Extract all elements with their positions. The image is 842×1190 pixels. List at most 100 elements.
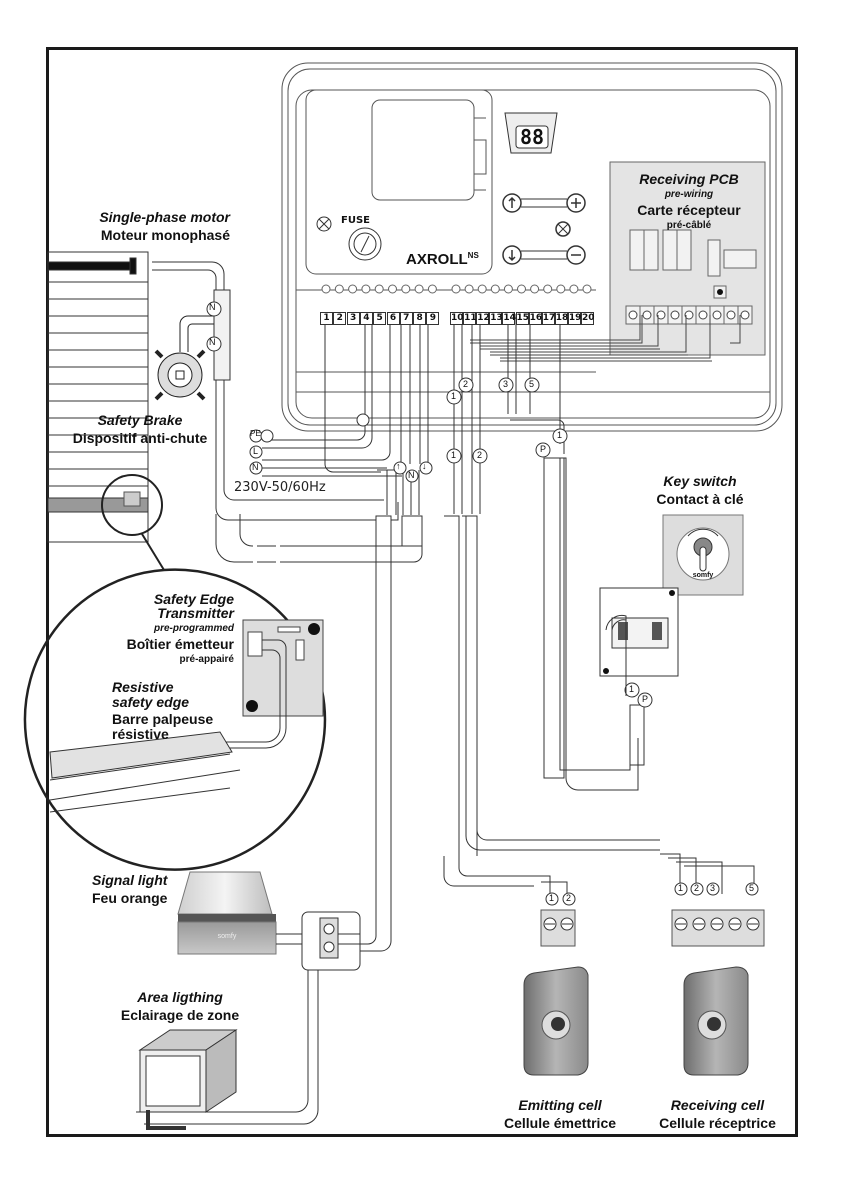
wire-marker-5: 5 xyxy=(529,379,535,389)
photocell-markers xyxy=(545,882,759,906)
pcb-wires xyxy=(470,315,741,362)
motor-title: Single-phase motor xyxy=(99,209,230,225)
led-display xyxy=(504,112,558,154)
terminal-2: 2 xyxy=(333,312,347,325)
area-light xyxy=(138,1029,238,1130)
terminal-15: 15 xyxy=(515,312,530,325)
terminal-screw xyxy=(361,284,371,294)
fuse-label: FUSE xyxy=(341,215,370,226)
terminal-17: 17 xyxy=(541,312,556,325)
terminal-screw xyxy=(582,284,592,294)
conduits xyxy=(215,514,423,952)
terminal-16: 16 xyxy=(528,312,543,325)
signal-light-title: Signal light xyxy=(92,872,168,888)
rcv-term-5: 5 xyxy=(749,883,755,893)
transmitter-subtitle-fr: pré-appairé xyxy=(179,654,234,665)
motor-head xyxy=(154,315,214,401)
supply-voltage: 230V-50/60Hz xyxy=(234,480,326,495)
pcb-terminal-screw xyxy=(684,310,694,320)
terminal-screw xyxy=(427,284,437,294)
emitting-cell-title: Emitting cell xyxy=(518,1097,602,1113)
area-light-title-fr: Eclairage de zone xyxy=(120,1007,240,1023)
safety-brake-title: Safety Brake xyxy=(97,412,183,428)
terminal-14: 14 xyxy=(502,312,516,325)
terminal-screw xyxy=(517,284,526,294)
terminal-12: 12 xyxy=(476,312,490,325)
roller-shutter xyxy=(47,251,149,543)
control-buttons xyxy=(502,193,586,265)
emit-term-1: 1 xyxy=(549,893,555,903)
n-marker: N xyxy=(252,462,259,472)
transmitter-title-fr: Boîtier émetteur xyxy=(126,636,234,652)
transmitter-subtitle: pre-programmed xyxy=(153,623,234,634)
pe-marker: PE xyxy=(250,429,261,438)
wire-marker-1b: 1 xyxy=(451,450,457,460)
terminal-8: 8 xyxy=(413,312,427,325)
junction-box xyxy=(136,911,361,1125)
terminal-18: 18 xyxy=(554,312,569,325)
pcb-terminal-screw xyxy=(698,310,708,320)
brand-name: AXROLLNS xyxy=(406,251,479,269)
motor-n-marker: N xyxy=(408,470,415,480)
motor-down-marker: ↓ xyxy=(422,461,427,471)
terminal-screw xyxy=(321,284,331,294)
emitting-cell xyxy=(523,966,589,1076)
receiving-cell-title-fr: Cellule réceptrice xyxy=(659,1115,776,1131)
signal-light xyxy=(177,871,277,955)
key-switch-back xyxy=(599,587,679,696)
terminal-13: 13 xyxy=(489,312,503,325)
terminal-9: 9 xyxy=(426,312,440,325)
terminal-block-top xyxy=(321,284,592,294)
receiving-cell-title: Receiving cell xyxy=(670,1097,765,1113)
wire-marker-2a: 2 xyxy=(463,379,469,389)
pcb-terminal-screw xyxy=(726,310,736,320)
terminal-screw xyxy=(451,284,461,294)
motor-title-fr: Moteur monophasé xyxy=(100,227,230,243)
terminal-19: 19 xyxy=(567,312,582,325)
pcb-subtitle: pre-wiring xyxy=(664,189,714,200)
emit-term-2: 2 xyxy=(566,893,572,903)
pcb-title: Receiving PCB xyxy=(639,171,739,187)
rcv-term-2: 2 xyxy=(694,883,700,893)
key-switch-title-fr: Contact à clé xyxy=(656,491,744,507)
terminal-20: 20 xyxy=(581,312,595,325)
terminal-screw xyxy=(401,284,411,294)
terminal-10: 10 xyxy=(450,312,464,325)
terminal-screw xyxy=(530,284,540,294)
photocell-conduits xyxy=(543,457,645,779)
terminal-4: 4 xyxy=(359,312,373,325)
terminal-screw xyxy=(464,284,474,294)
mains-wires xyxy=(262,314,429,515)
emitting-cell-terminal xyxy=(540,909,576,947)
photocell-wires xyxy=(443,314,755,894)
receiving-pcb-board xyxy=(609,161,766,356)
mains-markers xyxy=(249,413,433,483)
brand-superscript: NS xyxy=(467,251,479,260)
brand-text: AXROLL xyxy=(406,251,468,268)
terminal-screw xyxy=(374,284,384,294)
motor-wire-markers xyxy=(206,301,222,352)
key-switch-title: Key switch xyxy=(663,473,737,489)
signal-light-brand: somfy xyxy=(217,933,237,940)
receiving-cell-terminal xyxy=(671,909,765,947)
wire-marker-3: 3 xyxy=(503,379,509,389)
rcv-term-3: 3 xyxy=(710,883,716,893)
key-switch-plate xyxy=(662,514,744,596)
pcb-terminal-screw xyxy=(628,310,638,320)
terminal-screw xyxy=(388,284,397,294)
transmitter-title: Safety Edge xyxy=(153,591,234,607)
dash-gaps xyxy=(253,544,385,790)
terminal-1: 1 xyxy=(320,312,333,325)
key-wire-p: P xyxy=(642,694,649,704)
pcb-terminal-screw xyxy=(656,310,666,320)
fuse-holder xyxy=(316,216,382,261)
key-switch-brand: somfy xyxy=(692,572,714,579)
pcb-subtitle-fr: pré-câblé xyxy=(666,220,712,231)
terminal-screw xyxy=(334,284,344,294)
terminal-screw xyxy=(414,284,424,294)
edge-title-2: safety edge xyxy=(112,694,190,710)
edge-title: Resistive xyxy=(112,679,174,695)
area-light-title: Area ligthing xyxy=(137,989,223,1005)
terminal-screw xyxy=(477,284,487,294)
